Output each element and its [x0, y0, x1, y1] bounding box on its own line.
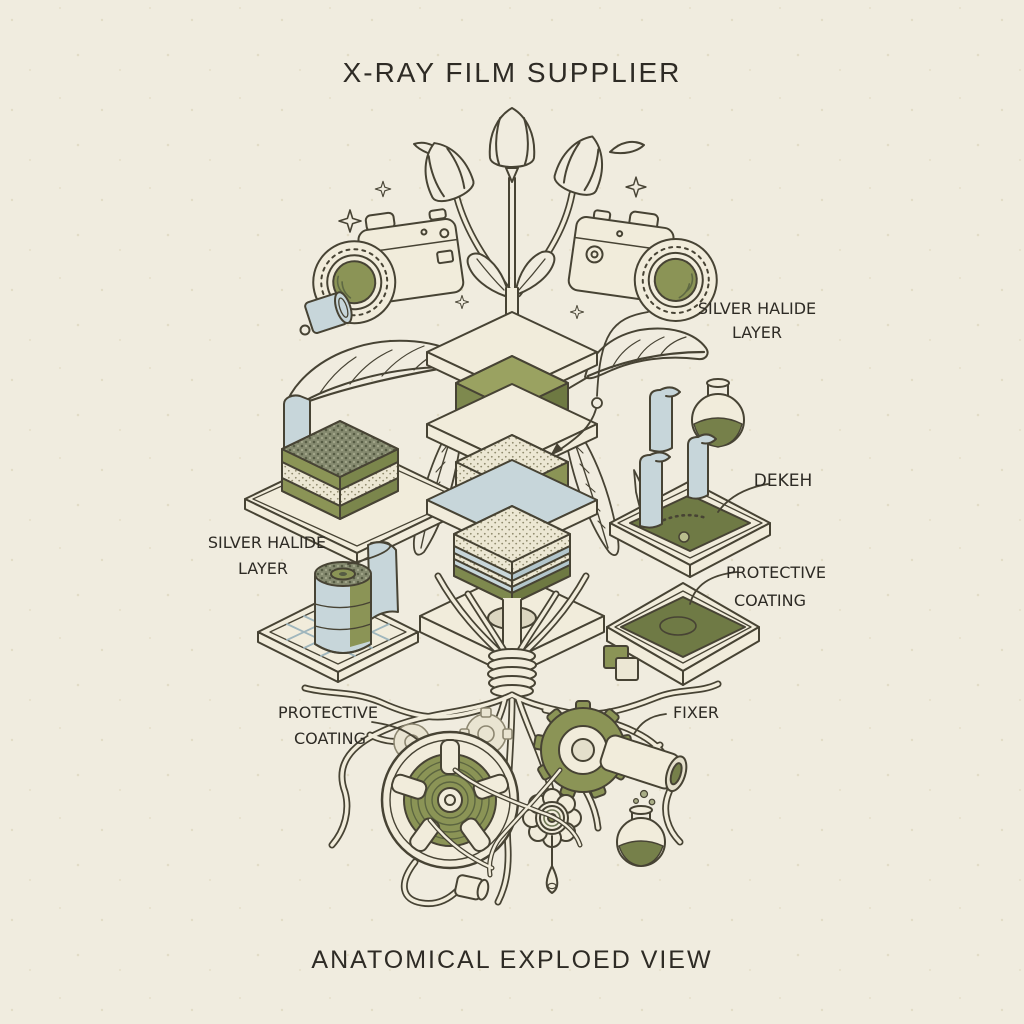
poster-title: X-RAY FILM SUPPLIER	[343, 57, 682, 88]
exploded-film-stack	[419, 287, 605, 677]
label-protective-coating-right-2: COATING	[734, 591, 806, 610]
sparkle-icon	[625, 176, 647, 198]
label-silver-halide-right-2: LAYER	[732, 323, 782, 342]
camera-lens-icon	[633, 237, 718, 322]
film-sheet	[367, 541, 399, 621]
coating-liquid	[620, 596, 746, 658]
root-overlay	[427, 767, 583, 878]
film-strip-clips	[639, 386, 717, 529]
right-camera-illustration	[567, 209, 718, 322]
trunk	[503, 598, 521, 656]
arrowhead	[550, 443, 563, 456]
root-machinery	[380, 700, 688, 908]
dropper-icon	[545, 835, 559, 894]
coating-tray	[603, 582, 760, 686]
multilayer-film-cube	[453, 505, 571, 605]
viewfinder-window	[436, 249, 455, 265]
tulip-flower	[488, 107, 536, 183]
label-fixer: FIXER	[673, 703, 719, 722]
tulip-flower	[424, 142, 475, 203]
camera-lens-icon	[312, 240, 397, 325]
camera-dial	[585, 245, 604, 264]
label-protective-coating-right: PROTECTIVE	[726, 563, 826, 582]
left-camera-illustration	[312, 208, 465, 325]
leader-protective-left	[371, 721, 419, 741]
label-silver-halide-left: SILVER HALIDE	[208, 533, 326, 552]
label-silver-halide-left-2: LAYER	[238, 559, 288, 578]
label-protective-coating-left: PROTECTIVE	[278, 703, 378, 722]
film-roll-station	[257, 541, 419, 683]
leader-silver-halide-left	[347, 541, 392, 565]
sparkle-icon	[374, 180, 392, 198]
chemical-drops	[632, 789, 656, 806]
label-developer: DEKEH	[754, 471, 813, 491]
botanical-leaf-right	[533, 327, 709, 413]
leader-protective-right	[689, 571, 738, 605]
sparkle-icon	[454, 294, 470, 310]
tulip-flower	[553, 135, 603, 196]
sparkle-icon	[569, 304, 585, 320]
leaf-sprig	[609, 140, 645, 155]
leader-silver-halide-right	[550, 311, 649, 456]
developer-canister	[599, 734, 688, 793]
leader-developer	[717, 483, 769, 513]
leader-fixer	[633, 713, 667, 735]
label-silver-halide-right: SILVER HALIDE	[698, 299, 816, 318]
annotation-labels: SILVER HALIDE LAYER DEKEH PROTECTIVE COA…	[208, 299, 826, 748]
stem-leaf	[466, 252, 509, 297]
flower-bouquet	[413, 107, 645, 301]
trunk-coil	[487, 648, 537, 698]
poster-subtitle: ANATOMICAL EXPLOED VIEW	[311, 946, 712, 974]
flask-icon	[616, 805, 666, 867]
label-protective-coating-left-2: COATING	[294, 729, 366, 748]
film-canister-icon	[299, 291, 353, 336]
leader-lines	[347, 311, 769, 741]
cable-plug	[454, 874, 490, 901]
pixel-square	[615, 657, 639, 681]
sparkle-icon	[338, 209, 362, 233]
